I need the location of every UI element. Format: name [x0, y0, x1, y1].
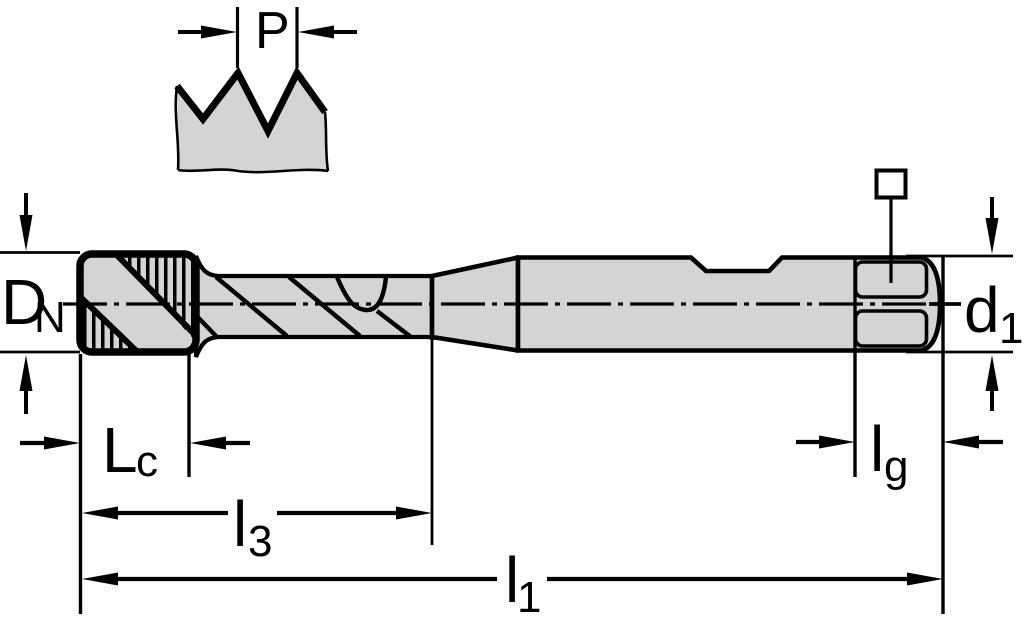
flute-line	[214, 275, 289, 338]
flute-line	[375, 309, 413, 339]
neck-flute-lines	[186, 275, 413, 339]
d1-label-subscript: 1	[999, 304, 1023, 353]
dn-label-subscript: N	[34, 293, 66, 342]
pitch-arrowhead-right	[298, 25, 334, 39]
dn-top-arrowhead	[19, 215, 33, 251]
lg-label-subscript: g	[884, 442, 908, 491]
l1-label-subscript: 1	[517, 573, 541, 622]
neck-section	[193, 255, 435, 358]
l3-label-subscript: 3	[248, 517, 272, 566]
dn-bottom-arrowhead	[19, 355, 33, 391]
dimension-square-length: l g	[796, 413, 1003, 491]
l3-label: l	[233, 488, 247, 560]
lc-label: L	[102, 414, 138, 486]
pitch-arrowhead-left	[201, 25, 237, 39]
lg-left-arrowhead	[819, 435, 855, 449]
thread-profile-break-edges	[174, 85, 330, 174]
lc-left-arrowhead	[44, 436, 80, 450]
dimension-nominal-diameter: D N	[0, 193, 80, 414]
tap-side-view	[63, 250, 943, 358]
lc-right-arrowhead	[190, 436, 226, 450]
thread-profile-fill	[177, 73, 328, 172]
flute-line	[287, 275, 362, 338]
l1-left-arrowhead	[82, 572, 118, 586]
square-flat-lower	[853, 309, 929, 348]
l1-right-arrowhead	[907, 572, 943, 586]
lg-label: l	[870, 413, 884, 485]
dn-label: D	[1, 266, 47, 338]
d1-bottom-arrowhead	[985, 355, 999, 391]
pitch-label: P	[255, 2, 290, 60]
d1-label: d	[964, 274, 1000, 346]
thread-profile-flanks	[174, 66, 328, 139]
dimension-shank-diameter: d 1	[906, 197, 1023, 411]
dimension-flute-length: l 3	[82, 488, 432, 566]
thread-profile-detail: P	[174, 2, 357, 174]
dimension-overall-length: l 1	[82, 544, 943, 622]
thread-flute-band-edge	[103, 254, 196, 349]
lg-right-arrowhead	[943, 435, 979, 449]
lc-label-subscript: c	[136, 437, 158, 486]
d1-top-arrowhead	[985, 218, 999, 254]
l1-label: l	[505, 544, 519, 616]
dimension-chamfer-length: L c	[20, 414, 250, 486]
flute-runout-hook	[334, 276, 389, 313]
square-drive-icon	[874, 168, 908, 200]
l3-right-arrowhead	[396, 506, 432, 520]
l3-left-arrowhead	[82, 506, 118, 520]
pitch-dimension: P	[178, 2, 357, 68]
square-drive-callout	[874, 168, 908, 283]
